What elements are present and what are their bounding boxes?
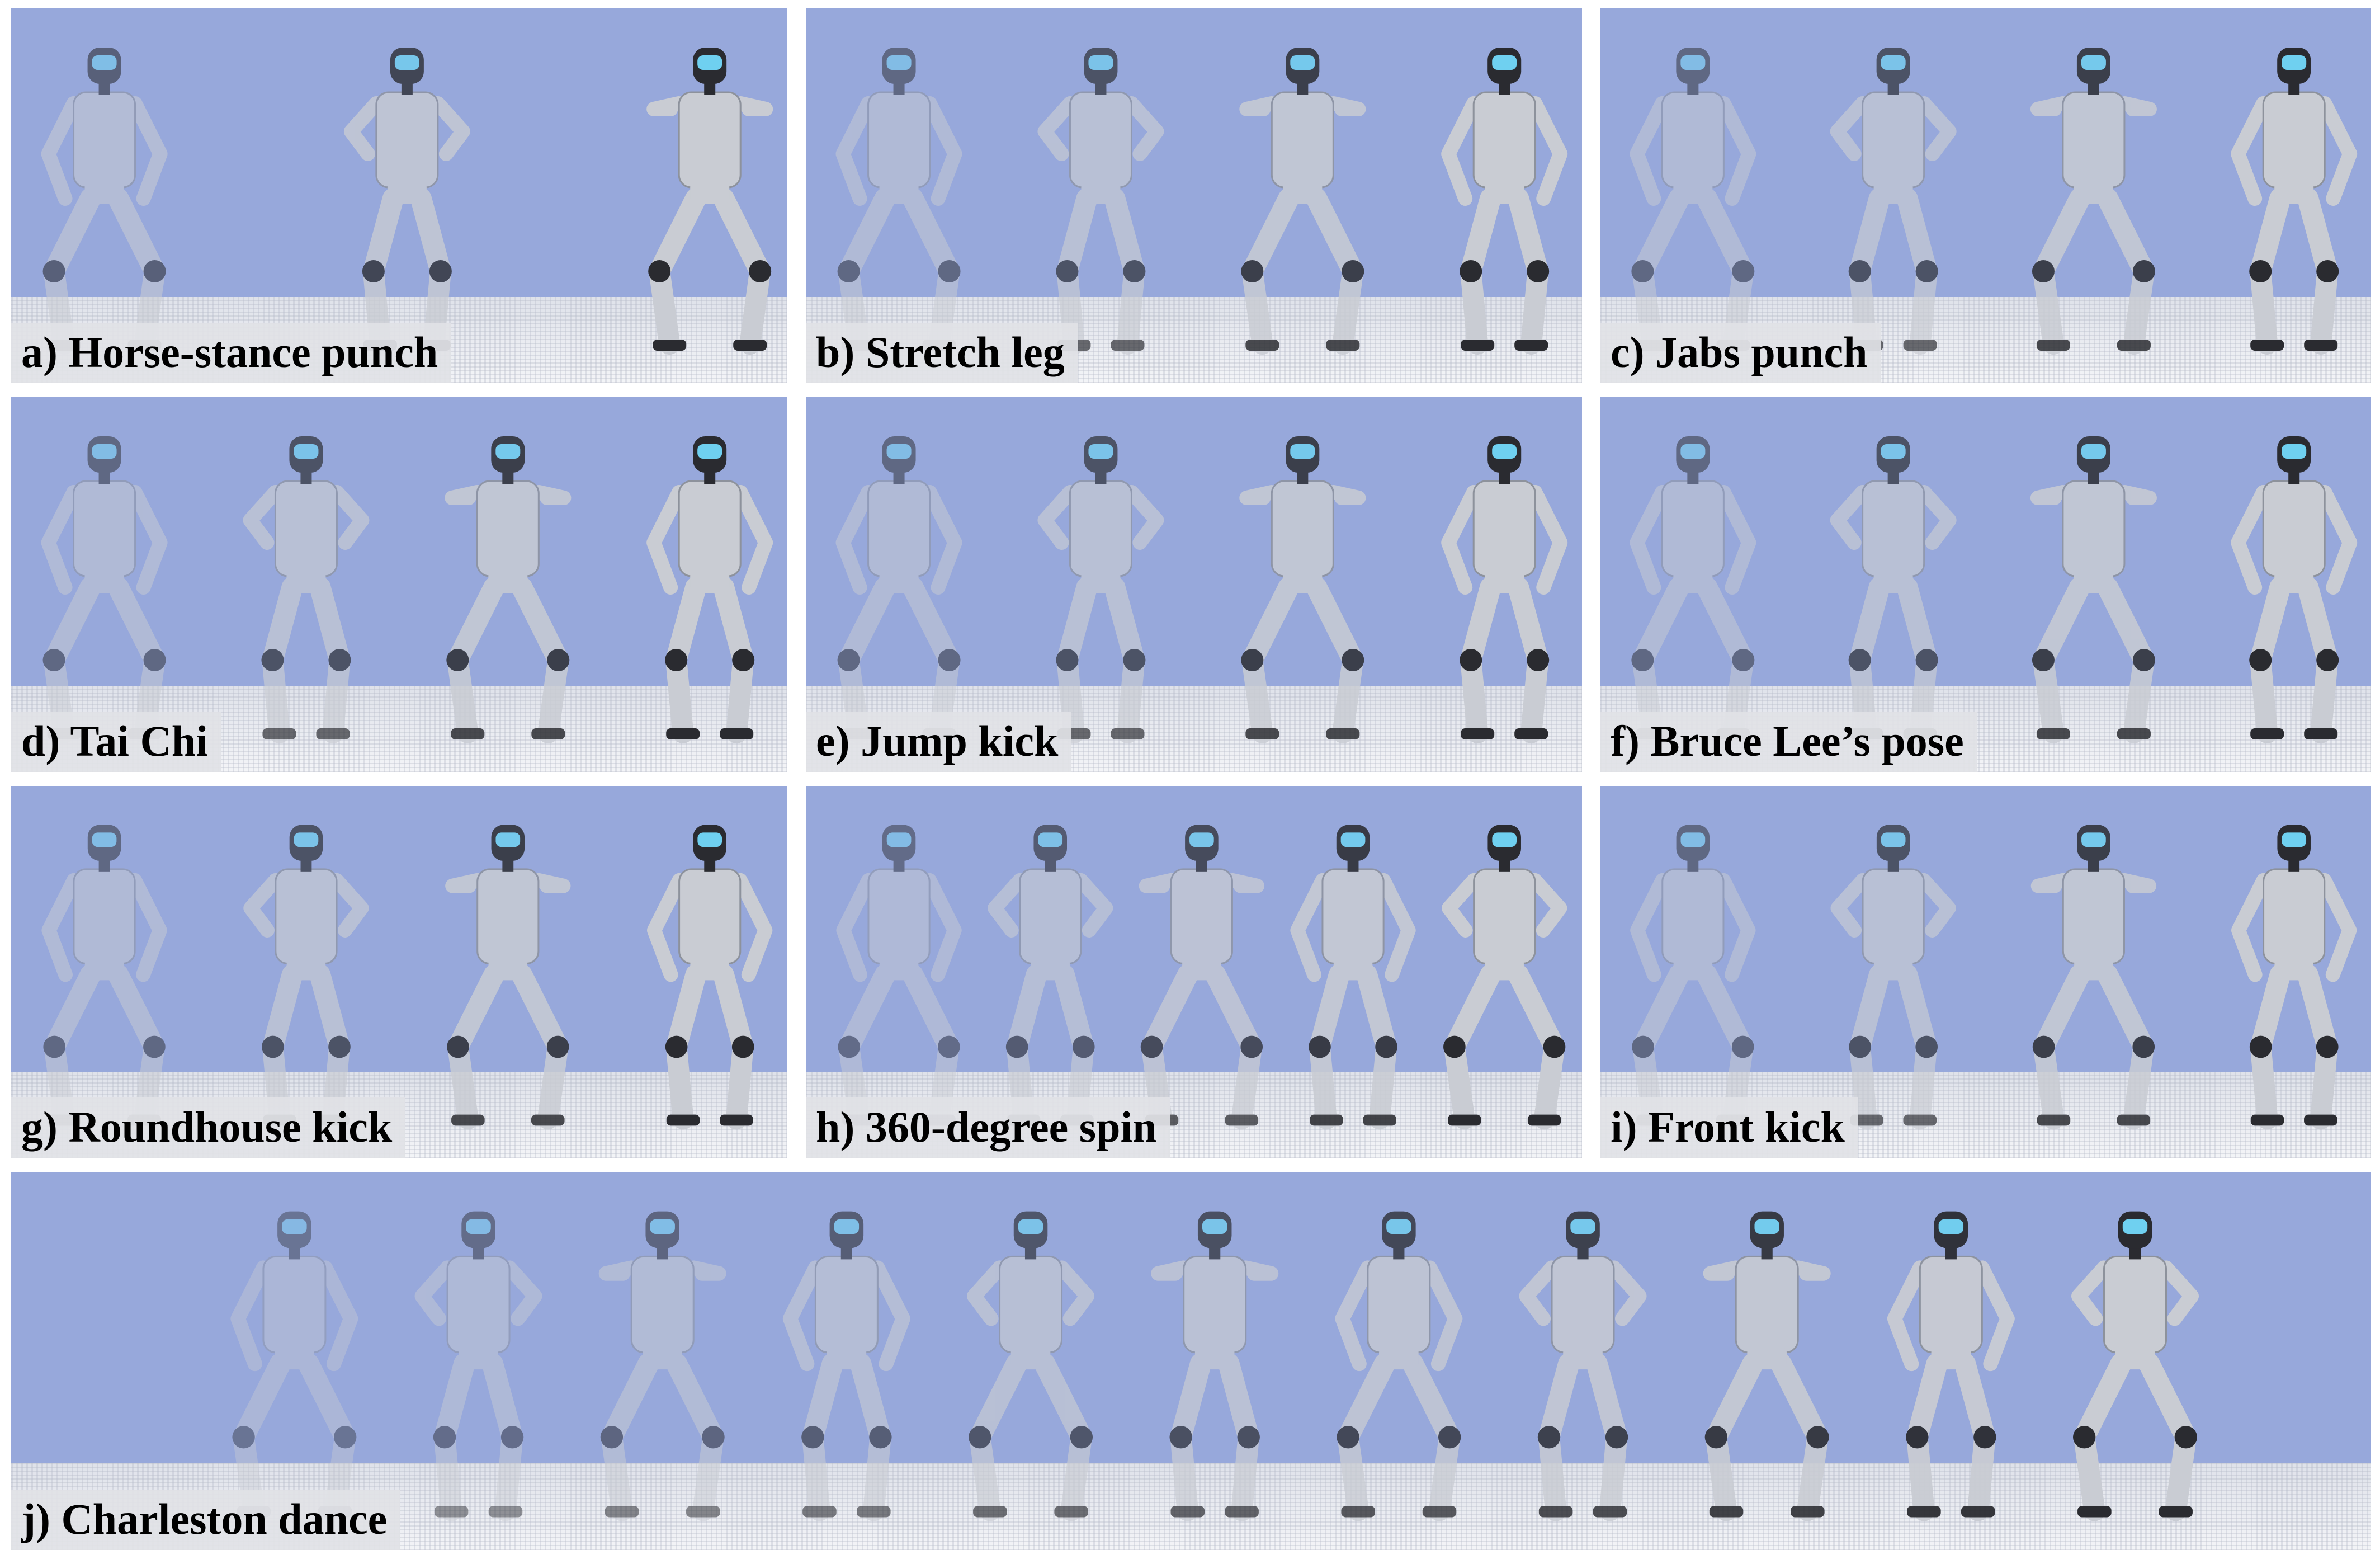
panel-caption-e: e) Jump kick	[806, 712, 1072, 772]
robot-figure	[1239, 48, 1366, 355]
robot-figure	[1887, 1211, 2015, 1521]
robot-figure	[1441, 48, 1568, 355]
panel-d: d) Tai Chi	[11, 397, 787, 772]
robot-figure	[2231, 436, 2358, 743]
robot-figure	[598, 1211, 726, 1521]
robot-figure	[835, 48, 962, 355]
panel-j: j) Charleston dance	[11, 1172, 2371, 1550]
panel-caption-i: i) Front kick	[1600, 1097, 1858, 1158]
robot-figure	[646, 436, 773, 743]
robot-figure	[2231, 48, 2358, 355]
robot-figure	[1139, 825, 1265, 1130]
panel-caption-g: g) Roundhouse kick	[11, 1097, 406, 1158]
robot-figure	[41, 48, 168, 355]
robot-figure	[647, 825, 773, 1130]
panel-caption-f: f) Bruce Lee’s pose	[1600, 712, 1977, 772]
robot-figure	[445, 825, 571, 1130]
panel-h: h) 360-degree spin	[806, 786, 1582, 1158]
robot-sequence	[41, 436, 773, 743]
robot-figure	[2231, 825, 2357, 1130]
robot-figure	[1830, 48, 1957, 355]
robot-figure	[1290, 825, 1416, 1130]
robot-figure	[1703, 1211, 1831, 1521]
panel-b: b) Stretch leg	[806, 8, 1582, 383]
robot-figure	[646, 48, 773, 355]
robot-sequence	[1630, 825, 2357, 1130]
robot-figure	[2071, 1211, 2199, 1521]
robot-figure	[1441, 436, 1568, 743]
robot-figure	[1630, 48, 1756, 355]
panel-g: g) Roundhouse kick	[11, 786, 787, 1158]
robot-figure	[414, 1211, 542, 1521]
panel-caption-j: j) Charleston dance	[11, 1490, 401, 1550]
robot-figure	[1037, 48, 1164, 355]
robot-figure	[343, 48, 470, 355]
robot-figure	[835, 436, 962, 743]
robot-figure	[230, 1211, 358, 1521]
robot-figure	[1239, 436, 1366, 743]
panel-a: a) Horse-stance punch	[11, 8, 787, 383]
robot-figure	[243, 436, 370, 743]
robot-figure	[782, 1211, 910, 1521]
robot-figure	[2030, 48, 2157, 355]
robot-figure	[445, 436, 572, 743]
robot-sequence	[1630, 436, 2358, 743]
robot-figure	[967, 1211, 1095, 1521]
robot-sequence	[835, 48, 1568, 355]
panel-f: f) Bruce Lee’s pose	[1600, 397, 2371, 772]
robot-figure	[243, 825, 369, 1130]
panel-caption-d: d) Tai Chi	[11, 712, 221, 772]
panel-e: e) Jump kick	[806, 397, 1582, 772]
robot-sequence	[835, 436, 1568, 743]
robot-figure	[41, 825, 167, 1130]
panel-caption-b: b) Stretch leg	[806, 323, 1078, 383]
robot-figure	[1830, 825, 1956, 1130]
robot-sequence	[41, 825, 773, 1130]
robot-figure	[836, 825, 962, 1130]
panel-i: i) Front kick	[1600, 786, 2371, 1158]
robot-figure	[1519, 1211, 1647, 1521]
robot-figure	[2030, 825, 2157, 1130]
robot-figure	[988, 825, 1113, 1130]
panel-caption-a: a) Horse-stance punch	[11, 323, 452, 383]
panel-caption-h: h) 360-degree spin	[806, 1097, 1170, 1158]
robot-figure	[1830, 436, 1957, 743]
robot-figure	[41, 436, 168, 743]
panel-caption-c: c) Jabs punch	[1600, 323, 1881, 383]
robot-figure	[1151, 1211, 1279, 1521]
robot-figure	[1442, 825, 1567, 1130]
robot-figure	[1037, 436, 1164, 743]
robot-figure	[2030, 436, 2157, 743]
robot-sequence	[836, 825, 1567, 1130]
robot-figure	[1630, 825, 1756, 1130]
panel-c: c) Jabs punch	[1600, 8, 2371, 383]
robot-sequence	[230, 1211, 2199, 1521]
robot-figure	[1630, 436, 1756, 743]
robot-figure	[1335, 1211, 1463, 1521]
